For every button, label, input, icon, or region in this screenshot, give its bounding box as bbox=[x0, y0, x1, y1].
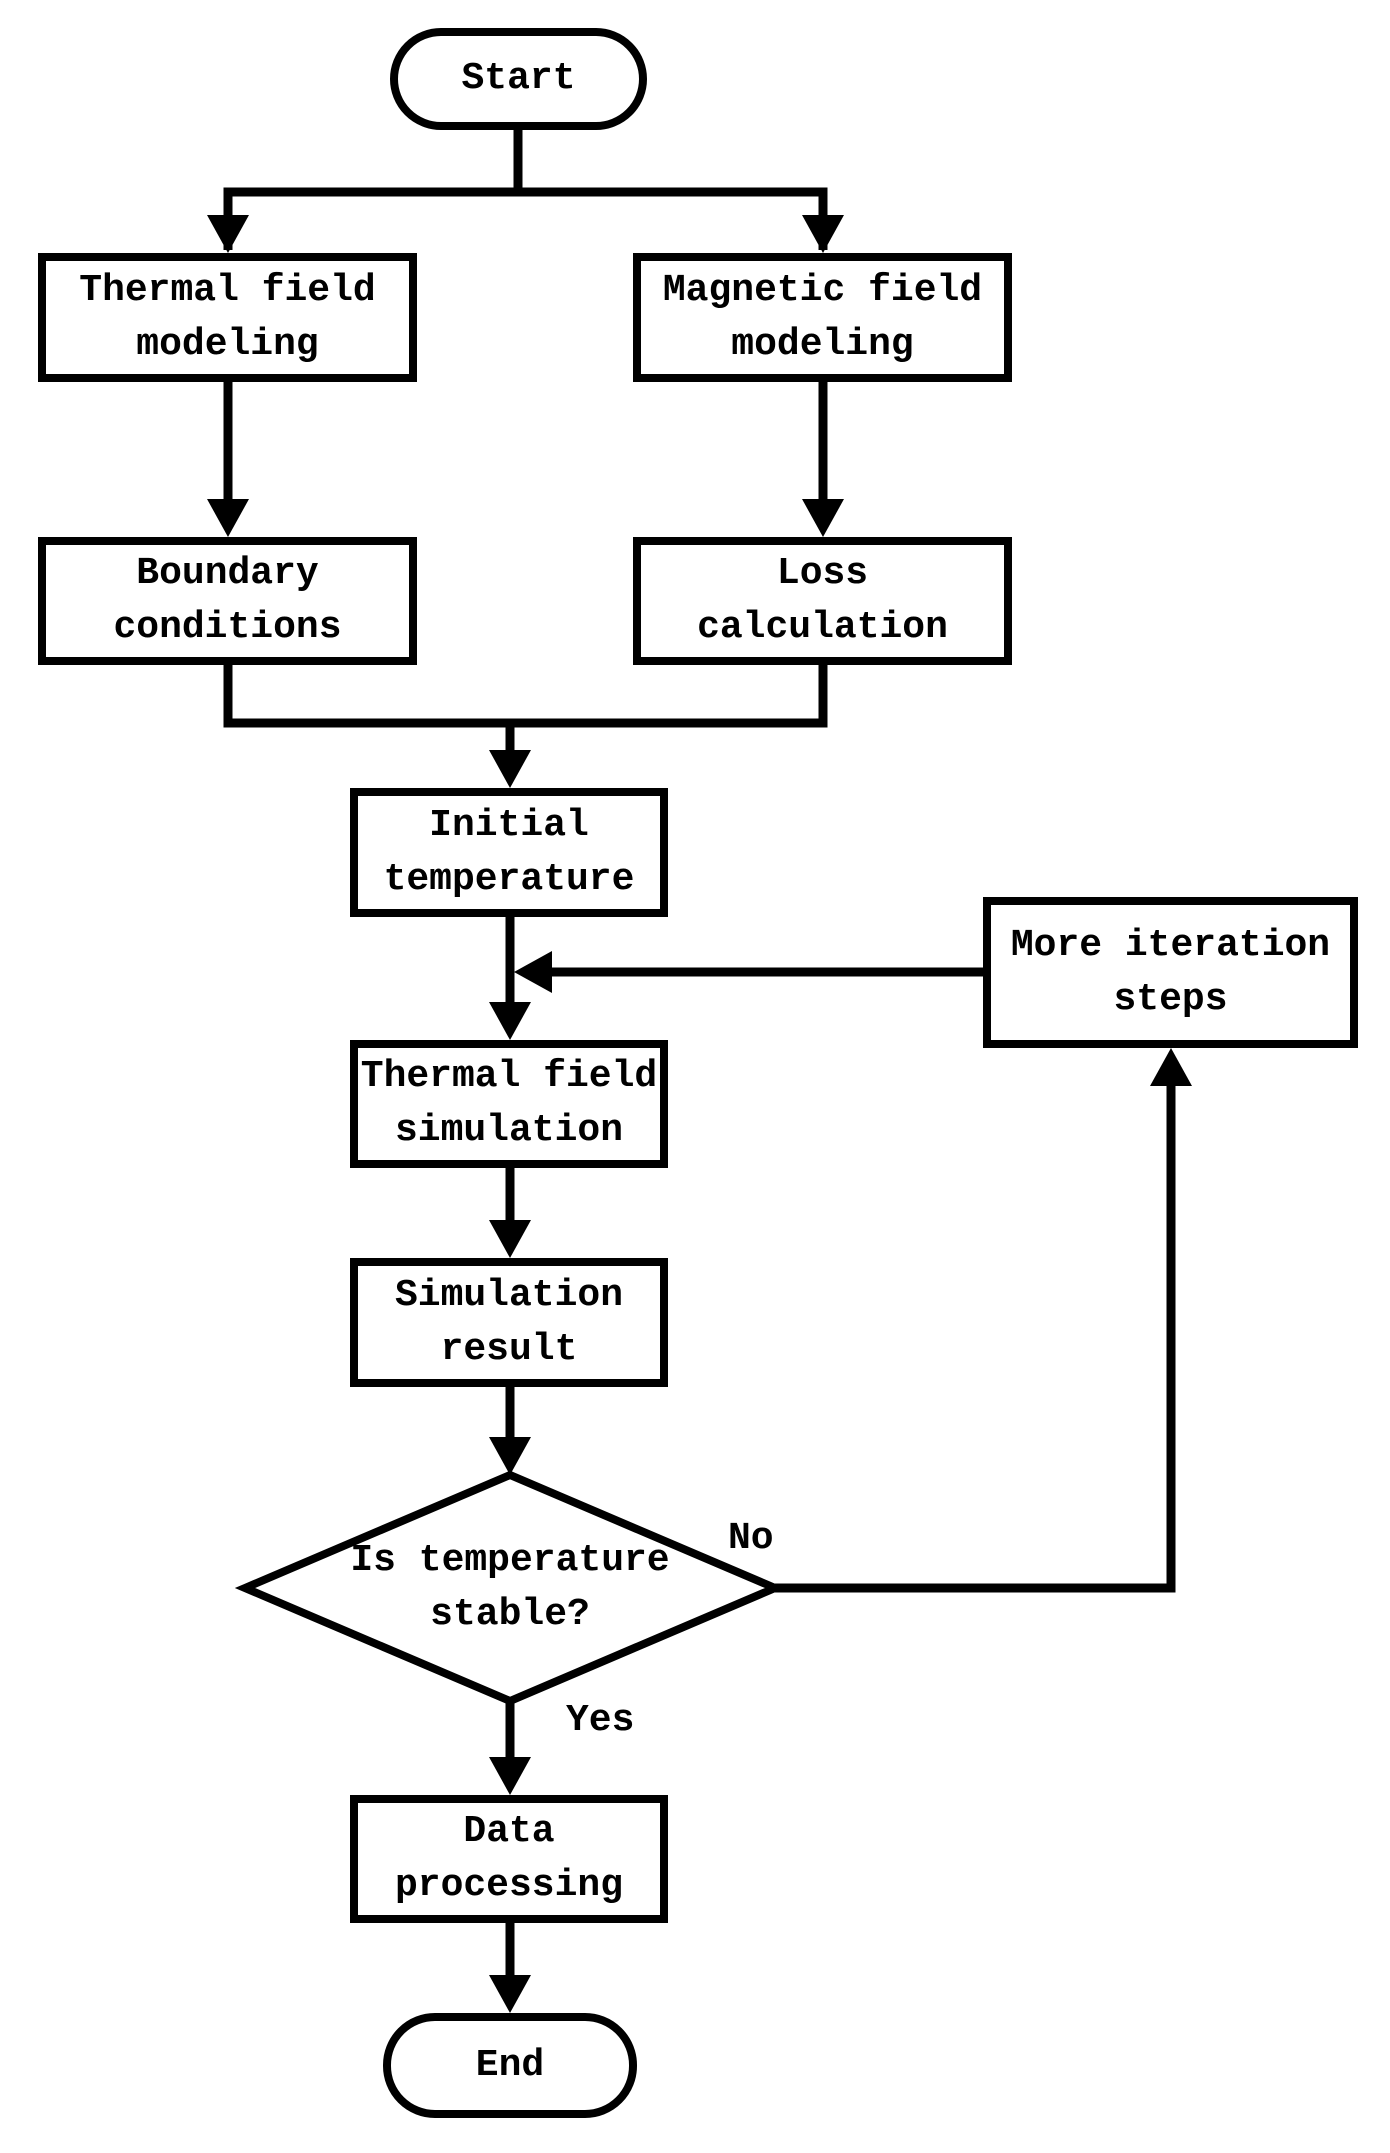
arrowhead-down-icon bbox=[802, 499, 844, 537]
edge-start-split bbox=[223, 126, 828, 250]
edge-decision-no-to-more-iterations bbox=[775, 1084, 1176, 1593]
node-label-line: result bbox=[440, 1327, 578, 1371]
arrowhead-down-icon bbox=[207, 499, 249, 537]
node-label-line: steps bbox=[1113, 977, 1228, 1021]
arrowhead-down-icon bbox=[489, 1220, 531, 1258]
node-loss-calculation: Loss calculation bbox=[633, 537, 1012, 665]
node-label-line: conditions bbox=[113, 606, 342, 649]
arrowhead-down-icon bbox=[489, 1975, 531, 2013]
node-thermal-field-modeling: Thermal field modeling bbox=[38, 253, 417, 382]
edge-merge-to-initial-temperature bbox=[223, 661, 828, 754]
node-label-line: Loss bbox=[776, 552, 869, 595]
node-label-line: processing bbox=[394, 1864, 624, 1907]
node-more-iteration-steps: More iteration steps bbox=[983, 897, 1358, 1048]
node-start: Start bbox=[390, 28, 647, 130]
node-data-processing: Data processing bbox=[350, 1795, 668, 1923]
node-initial-temperature: Initial temperature bbox=[350, 788, 668, 917]
arrowhead-left-icon bbox=[514, 951, 552, 993]
edge-label-no: No bbox=[728, 1517, 774, 1560]
arrowhead-down-icon bbox=[489, 1437, 531, 1475]
arrowhead-down-icon bbox=[489, 1002, 531, 1040]
node-magnetic-field-modeling: Magnetic field modeling bbox=[633, 253, 1012, 382]
node-label-line: modeling bbox=[136, 322, 319, 366]
node-thermal-field-simulation: Thermal field simulation bbox=[350, 1040, 668, 1168]
arrowhead-down-icon bbox=[489, 1757, 531, 1795]
node-end: End bbox=[383, 2013, 637, 2118]
node-label-line: Thermal field bbox=[79, 268, 376, 312]
node-label-line: temperature bbox=[383, 857, 635, 901]
node-end-label: End bbox=[475, 2043, 545, 2087]
arrowhead-up-icon bbox=[1150, 1048, 1192, 1086]
arrowhead-down-icon bbox=[207, 215, 249, 253]
node-label-line: Thermal field bbox=[360, 1055, 658, 1098]
node-label-line: Boundary bbox=[136, 552, 319, 595]
node-label-line: Simulation bbox=[394, 1273, 624, 1317]
node-label-line: calculation bbox=[697, 606, 948, 649]
node-label-line: Initial bbox=[429, 803, 589, 847]
node-simulation-result: Simulation result bbox=[350, 1258, 668, 1387]
node-label-line: More iteration bbox=[1010, 923, 1331, 967]
arrowhead-down-icon bbox=[489, 750, 531, 788]
node-boundary-conditions: Boundary conditions bbox=[38, 537, 417, 665]
node-label-line: Data bbox=[463, 1810, 555, 1853]
decision-diamond bbox=[234, 1470, 786, 1706]
node-label-line: Magnetic field bbox=[662, 268, 983, 312]
node-label-line: Is temperature bbox=[350, 1539, 670, 1582]
node-label-line: stable? bbox=[430, 1593, 590, 1636]
node-is-temperature-stable: Is temperature stable? bbox=[320, 1532, 700, 1644]
arrowhead-down-icon bbox=[802, 215, 844, 253]
edge-label-yes: Yes bbox=[566, 1699, 635, 1742]
node-label-line: modeling bbox=[731, 322, 914, 366]
node-start-label: Start bbox=[461, 57, 576, 100]
node-label-line: simulation bbox=[394, 1109, 624, 1152]
